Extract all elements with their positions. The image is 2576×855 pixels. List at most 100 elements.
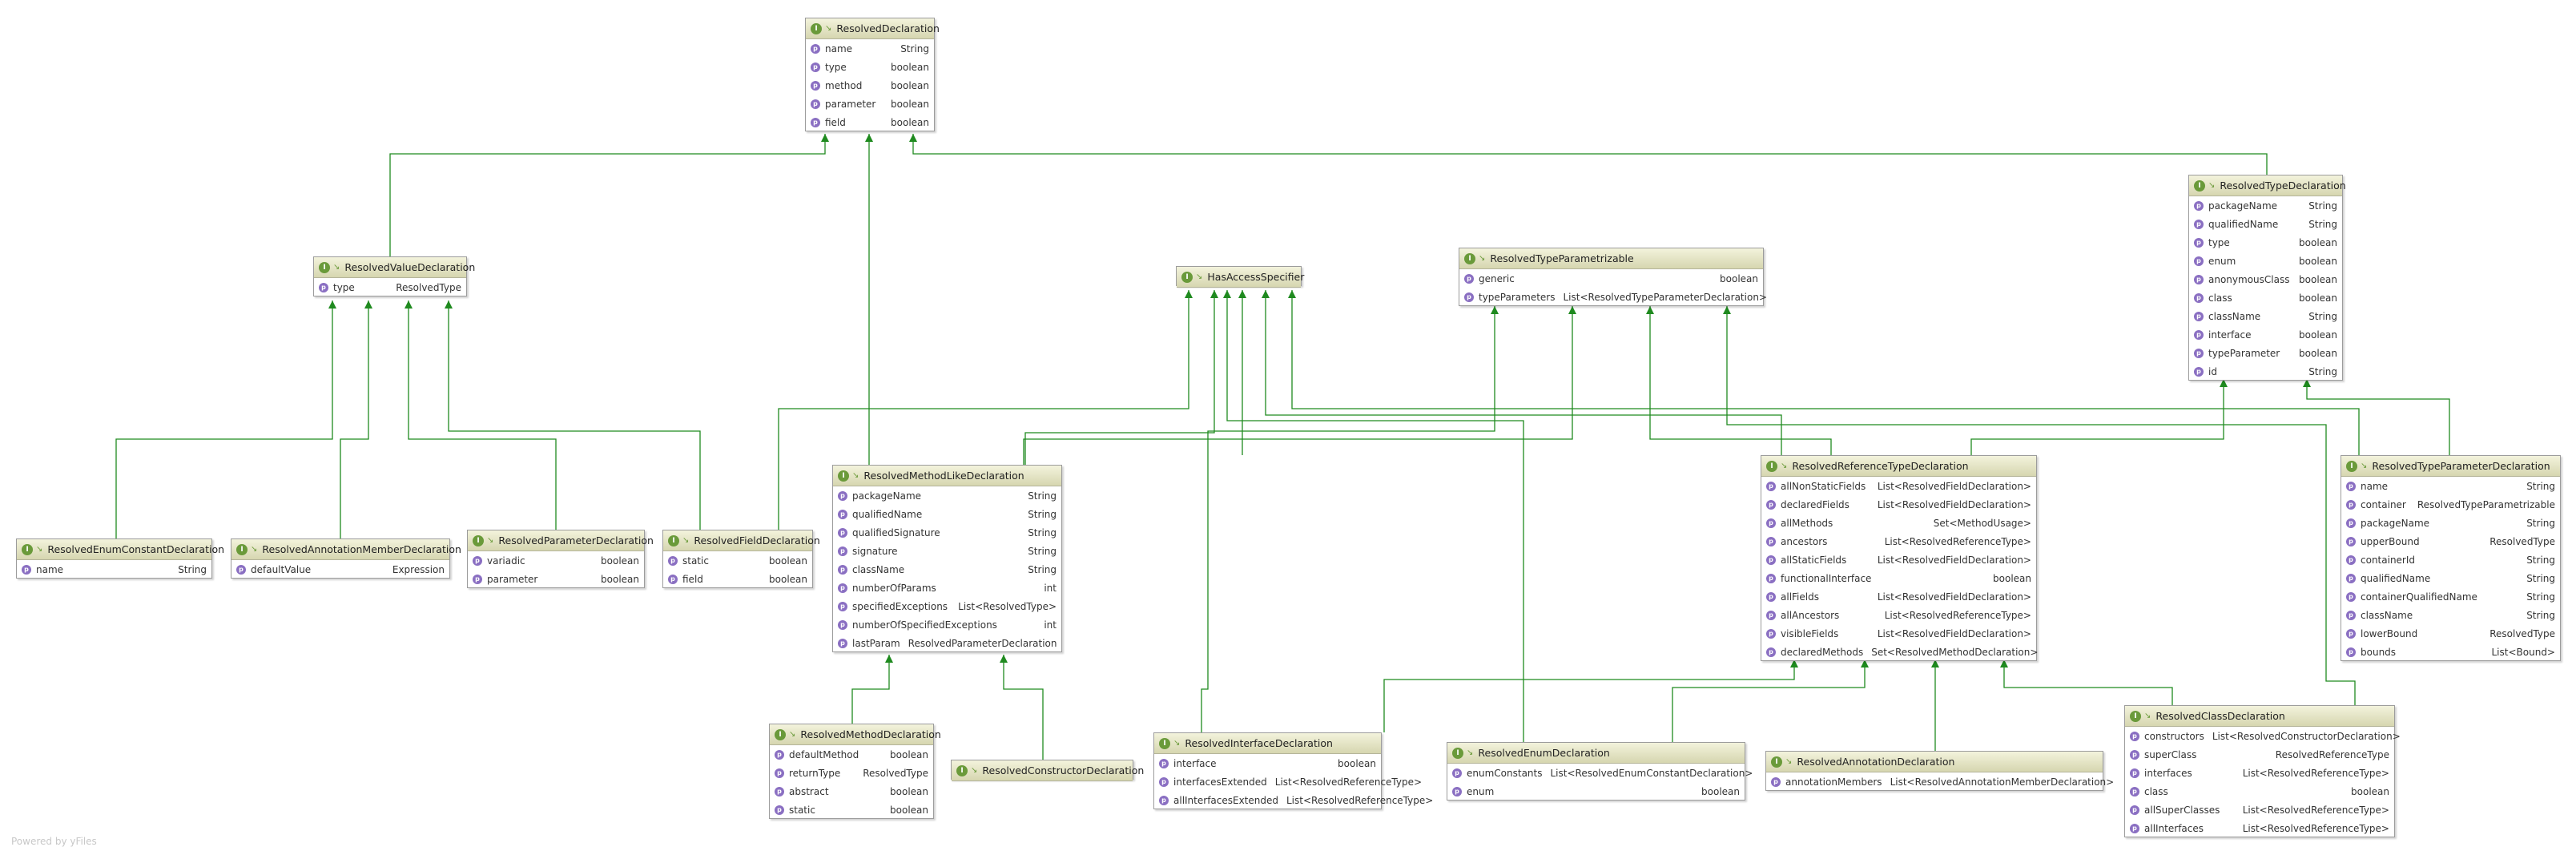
property-icon: p — [2346, 647, 2356, 657]
inheritance-arrowhead — [1723, 306, 1731, 314]
property-icon: p — [838, 490, 847, 501]
property-type: String — [1028, 526, 1057, 538]
property-name: static — [682, 555, 709, 567]
class-title: ResolvedTypeDeclaration — [2220, 179, 2346, 192]
property-type: boolean — [2299, 236, 2337, 248]
property-type: String — [2526, 517, 2555, 529]
inheritance-edge — [1726, 306, 2356, 705]
property-icon: p — [838, 601, 847, 611]
property-name: upperBound — [2361, 535, 2420, 547]
property-name: allNonStaticFields — [1781, 480, 1866, 492]
class-header: I↘ResolvedValueDeclaration — [314, 257, 475, 278]
property-type: boolean — [769, 555, 807, 567]
class-node-has-access-specifier[interactable]: I↘HasAccessSpecifier — [1176, 266, 1304, 288]
property-icon: p — [2194, 311, 2204, 321]
class-title: ResolvedEnumConstantDeclaration — [47, 543, 225, 555]
class-header: I↘ResolvedTypeDeclaration — [2189, 175, 2346, 196]
property-icon: p — [811, 117, 820, 127]
inheritance-edge — [1265, 290, 1782, 455]
property-name: field — [682, 573, 703, 585]
inheritance-arrowhead — [885, 655, 893, 663]
public-access-icon: ↘ — [852, 471, 859, 480]
property-icon: p — [2346, 610, 2356, 620]
property-name: packageName — [852, 490, 922, 502]
property-type: List<ResolvedReferenceType> — [2242, 767, 2389, 779]
interface-icon: I — [956, 764, 968, 776]
property-name: interfaces — [2144, 767, 2192, 779]
interface-icon: I — [1464, 252, 1475, 264]
property-type: ResolvedType — [863, 767, 928, 779]
property-icon: p — [838, 564, 847, 575]
property-icon: p — [838, 527, 847, 538]
property-icon: p — [775, 768, 784, 778]
class-title: ResolvedParameterDeclaration — [498, 534, 654, 546]
property-name: className — [2361, 609, 2413, 621]
inheritance-edge — [778, 290, 1189, 530]
property-icon: p — [1766, 573, 1776, 583]
property-type: String — [2526, 609, 2555, 621]
property-name: enum — [1467, 785, 1495, 797]
inheritance-edge — [2003, 659, 2173, 705]
property-name: typeParameter — [2208, 347, 2280, 359]
class-header: I↘ResolvedMethodDeclaration — [770, 724, 941, 745]
property-type: String — [2308, 310, 2337, 322]
property-icon: p — [1766, 499, 1776, 510]
class-header: I↘ResolvedDeclaration — [806, 18, 940, 39]
property-type: boolean — [1720, 272, 1758, 284]
property-name: type — [333, 281, 355, 293]
inheritance-arrowhead — [865, 134, 873, 142]
class-title: ResolvedTypeParameterDeclaration — [2372, 460, 2550, 472]
interface-icon: I — [236, 543, 248, 555]
property-name: declaredMethods — [1781, 646, 1864, 658]
property-icon: p — [1464, 292, 1474, 302]
public-access-icon: ↘ — [1467, 748, 1474, 757]
class-header: I↘ResolvedInterfaceDeclaration — [1154, 733, 1381, 754]
interface-icon: I — [1766, 460, 1777, 472]
class-header: I↘ResolvedFieldDeclaration — [663, 530, 820, 551]
class-node-resolved-constructor-declaration[interactable]: I↘ResolvedConstructorDeclaration — [951, 760, 1144, 781]
property-icon: p — [838, 619, 847, 630]
property-type: ResolvedType — [2489, 535, 2555, 547]
class-title: ResolvedAnnotationDeclaration — [1797, 756, 1955, 768]
property-type: Expression — [392, 563, 445, 575]
property-icon: p — [775, 786, 784, 797]
inheritance-edge — [1023, 306, 1573, 465]
property-name: allFields — [1781, 591, 1819, 603]
property-icon: p — [2130, 805, 2139, 815]
property-name: qualifiedSignature — [852, 526, 940, 538]
property-icon: p — [2346, 573, 2356, 583]
inheritance-arrowhead — [1238, 290, 1246, 298]
property-icon: p — [2130, 768, 2139, 778]
